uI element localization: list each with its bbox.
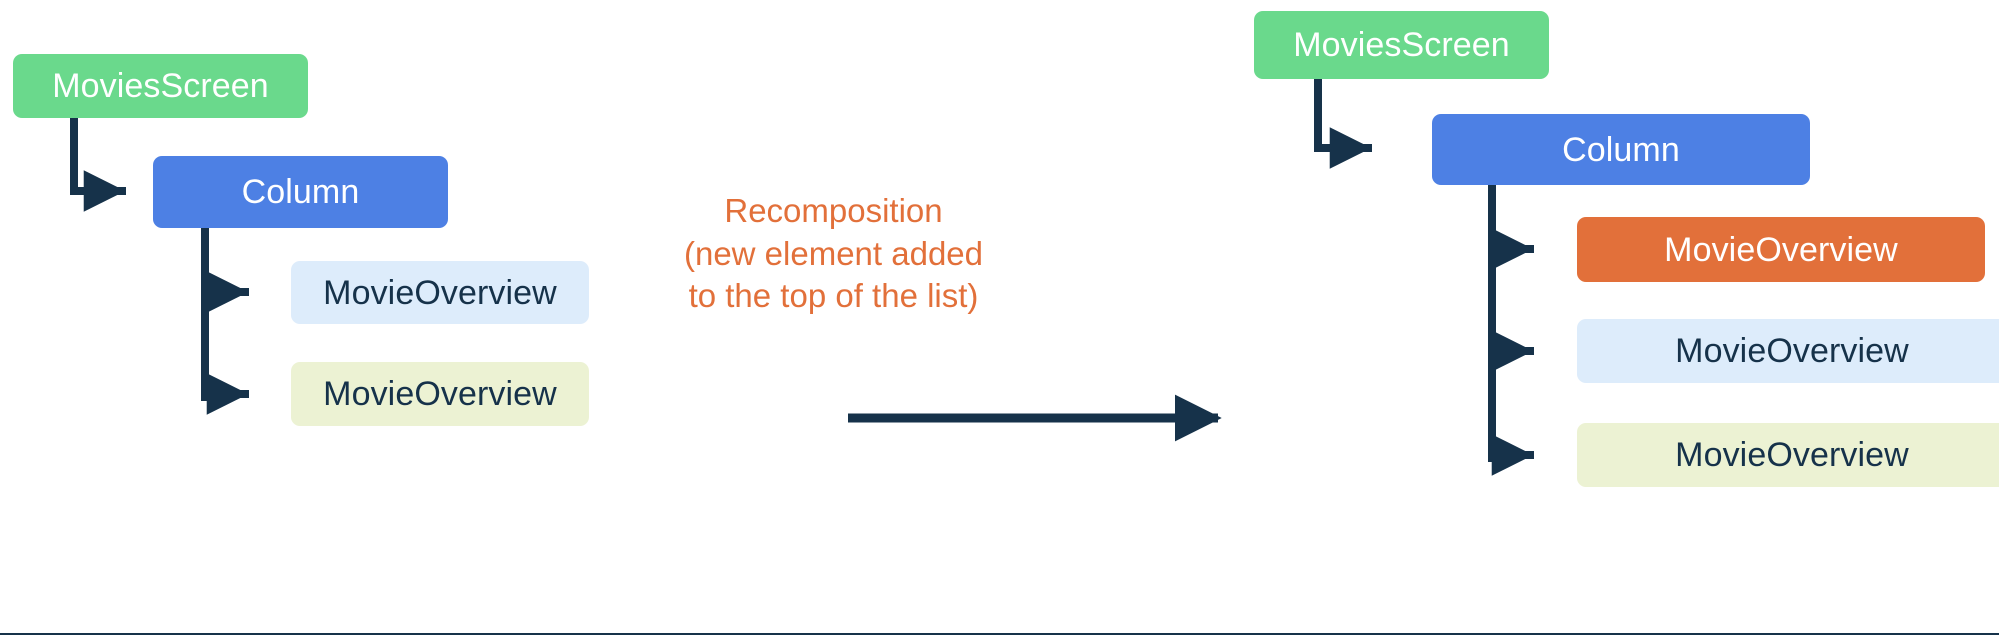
left-node-movies-screen-label: MoviesScreen	[52, 67, 269, 105]
left-connector-screen-to-column	[70, 117, 126, 212]
left-node-movie-overview-2[interactable]: MovieOverview	[291, 362, 589, 426]
left-node-column-label: Column	[241, 173, 360, 211]
right-node-movie-overview-new-label: MovieOverview	[1664, 230, 1898, 269]
right-node-movie-overview-1[interactable]: MovieOverview	[1577, 319, 1999, 383]
left-connector-column-to-children	[201, 224, 249, 415]
left-node-movie-overview-2-label: MovieOverview	[323, 375, 557, 413]
right-connector-column-to-children	[1488, 182, 1534, 476]
right-node-movie-overview-new[interactable]: MovieOverview	[1577, 217, 1985, 282]
right-node-movie-overview-1-label: MovieOverview	[1675, 332, 1909, 370]
right-connector-screen-to-column	[1314, 75, 1372, 169]
right-node-movies-screen[interactable]: MoviesScreen	[1254, 11, 1549, 79]
right-node-movie-overview-2[interactable]: MovieOverview	[1577, 423, 1999, 487]
right-node-column-label: Column	[1562, 130, 1680, 169]
bottom-divider	[0, 633, 1999, 635]
recomposition-caption: Recomposition (new element added to the …	[683, 192, 984, 315]
right-node-movies-screen-label: MoviesScreen	[1293, 26, 1510, 64]
left-node-column[interactable]: Column	[153, 156, 448, 228]
left-node-movie-overview-1-label: MovieOverview	[323, 273, 557, 312]
right-node-movie-overview-2-label: MovieOverview	[1675, 436, 1909, 474]
left-node-movies-screen[interactable]: MoviesScreen	[13, 54, 308, 118]
left-node-movie-overview-1[interactable]: MovieOverview	[291, 261, 589, 324]
right-node-column[interactable]: Column	[1432, 114, 1810, 185]
